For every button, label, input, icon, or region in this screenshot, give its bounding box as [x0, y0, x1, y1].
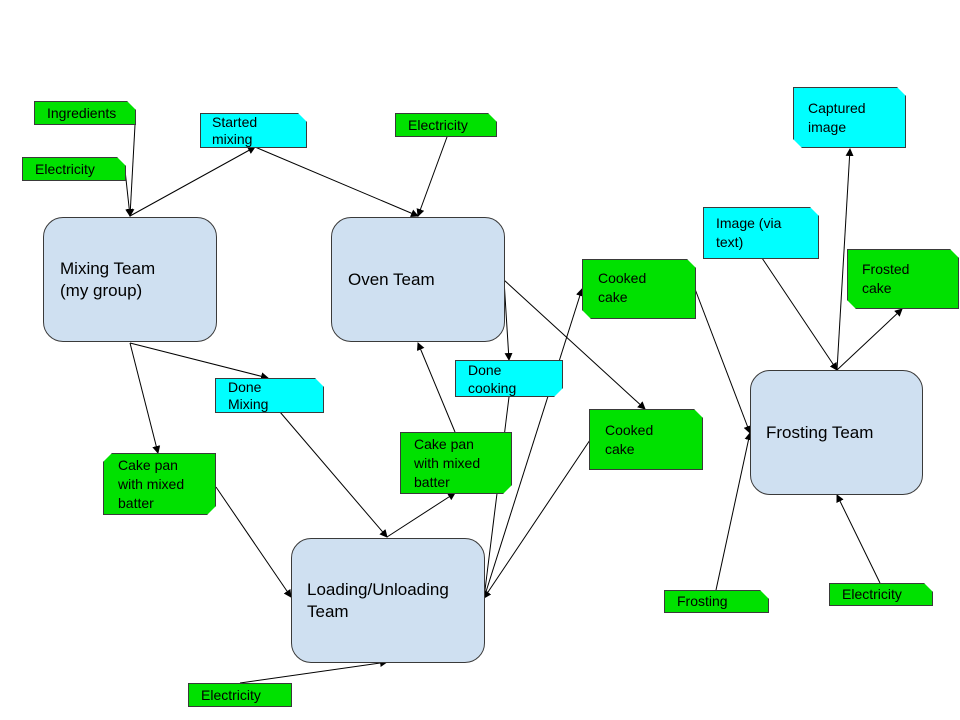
done-mixing-tag: Done Mixing — [215, 378, 324, 413]
electricity-mixing-tag: Electricity — [22, 157, 126, 181]
arrow-mixing-to-started — [129, 146, 256, 217]
electricity-frosting-tag: Electricity — [829, 583, 933, 606]
electricity-oven-tag: Electricity — [395, 113, 497, 137]
mixing-team-label: Mixing Team (my group) — [60, 258, 156, 300]
arrow-done-cooking-to-loading — [480, 396, 510, 599]
arrow-image-via-text-to-frosting — [761, 257, 838, 371]
arrow-ingredients-to-mixing — [126, 124, 136, 217]
frosted-cake-tag: Frosted cake — [847, 249, 959, 309]
done-cooking-tag: Done cooking — [455, 360, 563, 397]
cake-pan-center-tag: Cake pan with mixed batter — [400, 432, 512, 494]
arrow-frosting-to-frosted-cake — [836, 308, 903, 371]
arrow-frosting-input-to-frosting — [715, 432, 753, 591]
cooked-cake-mid-tag: Cooked cake — [589, 409, 703, 470]
cake-pan-left-tag: Cake pan with mixed batter — [103, 453, 216, 515]
started-mixing-tag: Started mixing — [200, 113, 307, 148]
oven-team-node: Oven Team — [331, 217, 505, 342]
arrow-mixing-to-cake-pan — [129, 342, 161, 454]
arrow-cooked-cake-mid-to-loading — [483, 439, 591, 599]
frosting-team-node: Frosting Team — [750, 370, 923, 495]
loading-unloading-team-node: Loading/Unloading Team — [291, 538, 485, 663]
frosting-team-label: Frosting Team — [766, 422, 874, 442]
arrow-electricity-to-oven — [416, 136, 448, 217]
arrow-electricity-to-frosting — [836, 494, 881, 584]
arrow-mixing-to-done-mixing — [129, 342, 269, 381]
arrow-cooked-cake-top-to-frosting — [694, 288, 752, 434]
arrow-started-to-oven — [254, 146, 419, 217]
ingredients-tag: Ingredients — [34, 101, 136, 125]
arrow-oven-to-cooked-cake-mid — [503, 279, 646, 410]
frosting-input-tag: Frosting — [664, 590, 769, 613]
arrow-electricity-to-loading — [239, 659, 388, 684]
loading-unloading-team-label: Loading/Unloading Team — [307, 579, 449, 621]
oven-team-label: Oven Team — [348, 269, 435, 289]
arrow-cake-pan-to-loading — [215, 486, 292, 598]
captured-image-tag: Captured image — [793, 87, 906, 148]
arrow-loading-to-cooked-cake-top — [483, 288, 584, 599]
cooked-cake-top-tag: Cooked cake — [582, 259, 696, 319]
image-via-text-tag: Image (via text) — [703, 207, 819, 259]
electricity-loading-tag: Electricity — [188, 683, 292, 707]
mixing-team-node: Mixing Team (my group) — [43, 217, 217, 342]
arrow-frosting-to-captured-image — [836, 148, 854, 371]
arrow-done-mixing-to-loading — [267, 397, 388, 538]
arrow-cake-pan-center-to-oven — [416, 342, 456, 433]
arrow-loading-to-cake-pan-center — [386, 492, 456, 538]
